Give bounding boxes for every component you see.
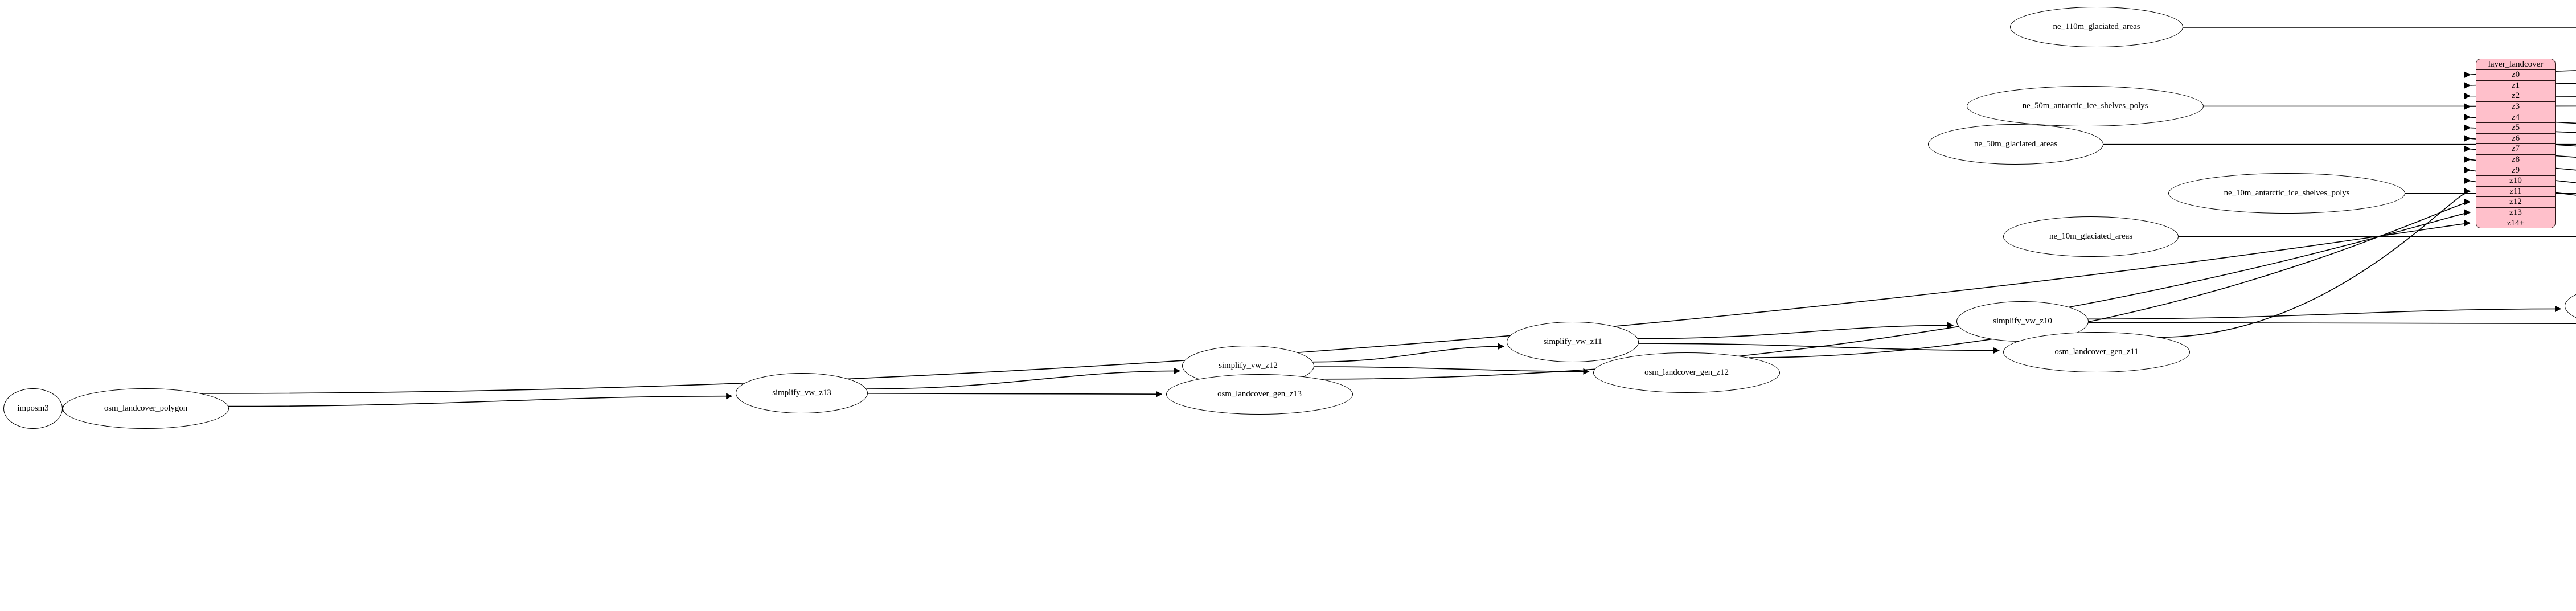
graph-node-label: ne_110m_glaciated_areas — [2053, 22, 2140, 31]
graph-node-label: osm_landcover_gen_z12 — [1644, 368, 1729, 377]
graph-node-label: ne_50m_glaciated_areas — [1974, 140, 2058, 149]
graph-node-label: ne_10m_glaciated_areas — [2049, 232, 2133, 241]
graph-node-ne_110m_glaciated_areas[interactable]: ne_110m_glaciated_areas — [2010, 7, 2183, 47]
graph-node-label: simplify_vw_z13 — [772, 388, 831, 397]
graph-node-osm_landcover_gen_z11[interactable]: osm_landcover_gen_z11 — [2003, 332, 2190, 372]
record-row-z3[interactable]: z3 — [2476, 101, 2555, 113]
graph-node-imposm3[interactable]: imposm3 — [3, 388, 63, 429]
graph-edge — [2159, 188, 2471, 338]
graph-node-ne_10m_antarctic_ice_shelves_polys[interactable]: ne_10m_antarctic_ice_shelves_polys — [2168, 173, 2405, 214]
graph-node-simplify_vw_z11[interactable]: simplify_vw_z11 — [1507, 322, 1639, 362]
record-row-z8[interactable]: z8 — [2476, 154, 2555, 166]
record-row-z0[interactable]: z0 — [2476, 70, 2555, 81]
graph-node-ne_50m_glaciated_areas[interactable]: ne_50m_glaciated_areas — [1928, 124, 2103, 165]
graph-edge — [1638, 322, 1954, 339]
record-row-z6[interactable]: z6 — [2476, 133, 2555, 145]
graph-edge — [2088, 322, 2576, 323]
graph-node-label: simplify_vw_z11 — [1543, 337, 1602, 346]
graph-edge — [1313, 343, 1505, 363]
graph-node-ne_50m_antarctic_ice_shelves_polys[interactable]: ne_50m_antarctic_ice_shelves_polys — [1967, 86, 2204, 126]
record-row-z14+[interactable]: z14+ — [2476, 218, 2555, 228]
graph-edge — [2088, 305, 2562, 320]
graph-node-label: simplify_vw_z12 — [1219, 361, 1278, 370]
graph-node-label: imposm3 — [17, 404, 49, 413]
graph-node-label: osm_landcover_gen_z11 — [2054, 347, 2139, 356]
graph-node-label: osm_landcover_gen_z13 — [1217, 389, 1302, 399]
record-row-z11[interactable]: z11 — [2476, 186, 2555, 198]
record-row-z7[interactable]: z7 — [2476, 144, 2555, 155]
record-row-z4[interactable]: z4 — [2476, 112, 2555, 123]
record-row-z1[interactable]: z1 — [2476, 80, 2555, 92]
graph-edge — [228, 393, 733, 407]
record-row-z10[interactable]: z10 — [2476, 175, 2555, 187]
graph-edge — [1322, 209, 2471, 380]
record-header: layer_landcover — [2476, 59, 2555, 70]
graph-node-label: osm_landcover_polygon — [104, 404, 188, 413]
graph-node-simplify_vw_z9[interactable]: simplify_vw_z9 — [2565, 286, 2576, 326]
graph-node-label: ne_50m_antarctic_ice_shelves_polys — [2022, 101, 2148, 110]
graph-node-osm_landcover_polygon[interactable]: osm_landcover_polygon — [63, 388, 229, 429]
graph-node-osm_landcover_gen_z12[interactable]: osm_landcover_gen_z12 — [1593, 352, 1780, 393]
graph-edge — [1314, 366, 1590, 375]
graph-edge — [866, 367, 1181, 389]
graph-node-osm_landcover_gen_z13[interactable]: osm_landcover_gen_z13 — [1166, 374, 1353, 415]
graph-node-simplify_vw_z13[interactable]: simplify_vw_z13 — [736, 373, 868, 413]
record-row-z12[interactable]: z12 — [2476, 197, 2555, 208]
graph-node-ne_10m_glaciated_areas[interactable]: ne_10m_glaciated_areas — [2003, 216, 2179, 257]
record-row-z9[interactable]: z9 — [2476, 165, 2555, 176]
record-row-z5[interactable]: z5 — [2476, 122, 2555, 134]
record-row-z2[interactable]: z2 — [2476, 91, 2555, 102]
graph-node-label: simplify_vw_z10 — [1993, 317, 2052, 326]
record-row-z13[interactable]: z13 — [2476, 207, 2555, 219]
graph-node-label: ne_10m_antarctic_ice_shelves_polys — [2224, 188, 2350, 198]
graph-edge — [867, 391, 1163, 397]
graph-edge — [1638, 343, 2000, 354]
